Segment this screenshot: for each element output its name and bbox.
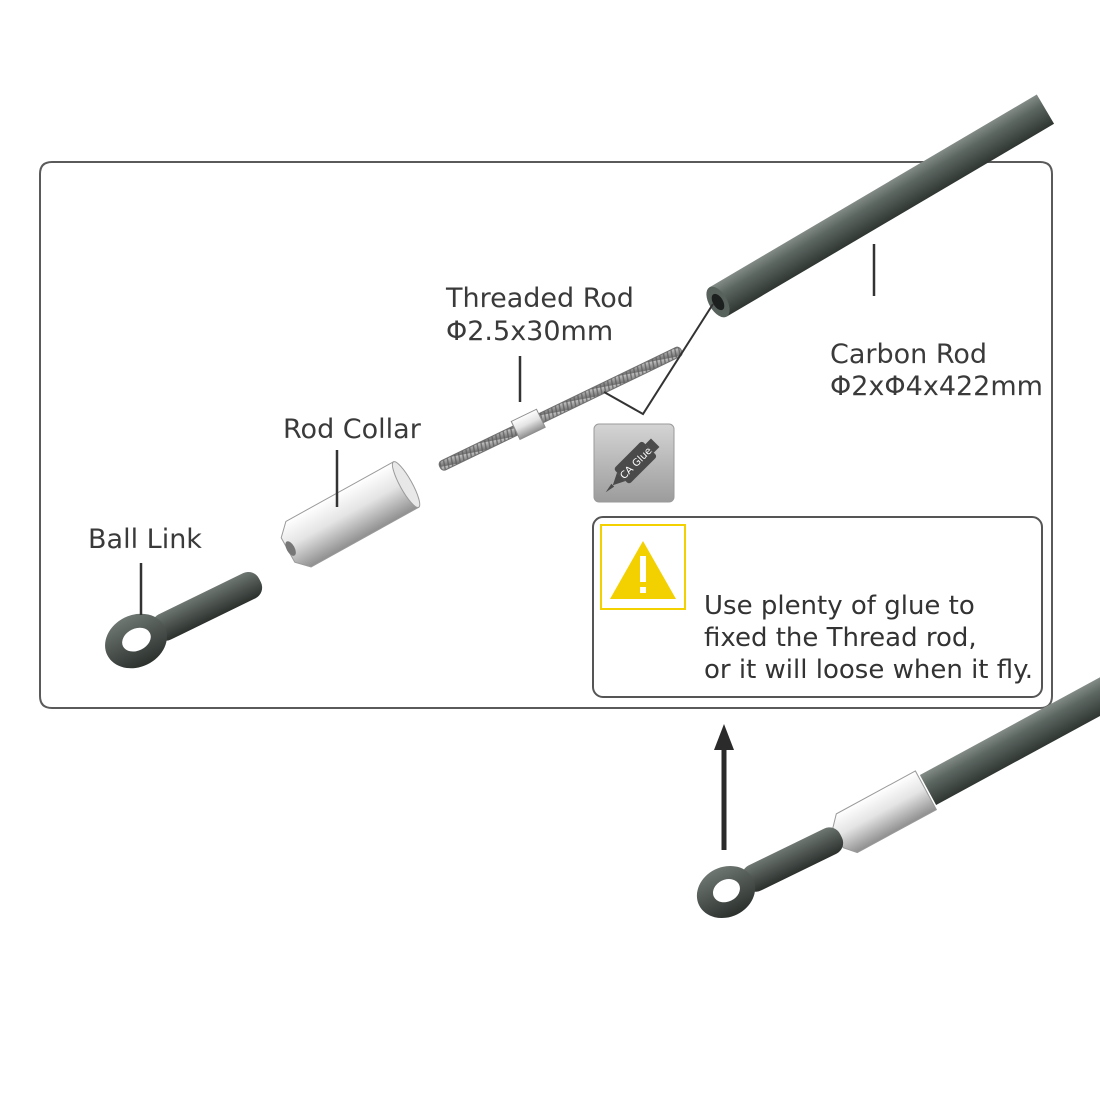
glue-pointer-lines bbox=[603, 303, 714, 416]
warning-line-3: or it will loose when it fly. bbox=[704, 655, 1033, 685]
ball-link-label: Ball Link bbox=[88, 524, 202, 555]
glue-bottle-icon: CA Glue bbox=[593, 423, 675, 503]
assembled-rod bbox=[696, 670, 1100, 919]
up-arrow-icon bbox=[714, 724, 734, 850]
threaded-rod-dims: Φ2.5x30mm bbox=[446, 316, 613, 347]
carbon-rod-dims: Φ2xΦ4x422mm bbox=[830, 371, 1043, 402]
ball-link bbox=[105, 571, 263, 669]
rod-collar bbox=[280, 461, 421, 568]
carbon-rod-label: Carbon Rod bbox=[830, 339, 987, 370]
threaded-rod-label: Threaded Rod bbox=[445, 283, 634, 314]
warning-line-2: fixed the Thread rod, bbox=[704, 623, 977, 653]
warning-triangle-icon bbox=[600, 524, 686, 610]
diagram-frame bbox=[39, 161, 1053, 709]
carbon-rod bbox=[706, 94, 1055, 318]
rod-collar-label: Rod Collar bbox=[283, 414, 422, 445]
threaded-rod bbox=[438, 346, 683, 471]
warning-box: Use plenty of glue to fixed the Thread r… bbox=[592, 516, 1043, 698]
warning-line-1: Use plenty of glue to bbox=[704, 591, 975, 621]
